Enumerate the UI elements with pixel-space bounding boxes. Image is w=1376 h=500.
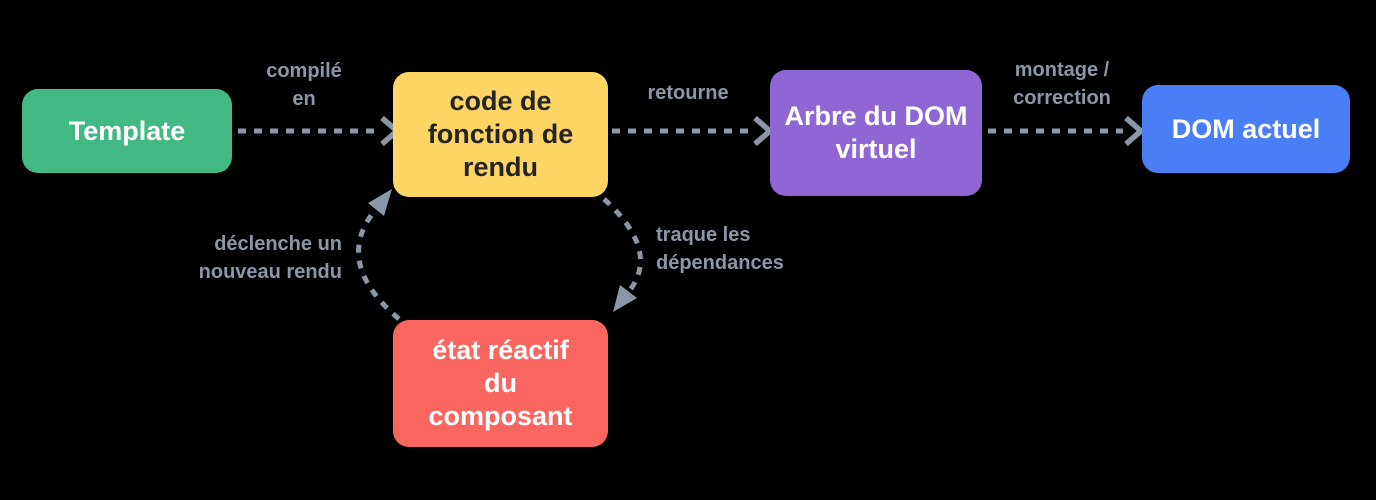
edge-label-compile: compilé en: [266, 60, 342, 110]
arrow-trigger-rerender: [356, 189, 401, 321]
node-virtual-dom-tree-label: Arbre du DOM virtuel: [784, 101, 968, 164]
node-template: Template: [22, 89, 232, 173]
node-reactive-state-label: état réactif du composant: [428, 335, 573, 431]
node-actual-dom: DOM actuel: [1142, 85, 1350, 173]
arrow-track-dependencies: [602, 197, 643, 312]
node-render-function-code-label: code de fonction de rendu: [427, 86, 574, 182]
edge-label-return: retourne: [647, 82, 729, 104]
node-actual-dom-label: DOM actuel: [1171, 113, 1321, 144]
arrow-compile: [238, 115, 402, 147]
arrow-return: [612, 115, 775, 147]
node-template-label: Template: [68, 115, 186, 146]
node-virtual-dom-tree: Arbre du DOM virtuel: [770, 70, 982, 196]
arrow-mount-patch: [988, 115, 1146, 147]
edge-label-track-dependencies: traque les dépendances: [656, 224, 784, 274]
edge-label-mount-patch: montage / correction: [1013, 59, 1111, 109]
node-render-function-code: code de fonction de rendu: [393, 72, 608, 197]
edge-label-trigger-rerender: déclenche un nouveau rendu: [198, 233, 342, 283]
node-reactive-state: état réactif du composant: [393, 320, 608, 447]
